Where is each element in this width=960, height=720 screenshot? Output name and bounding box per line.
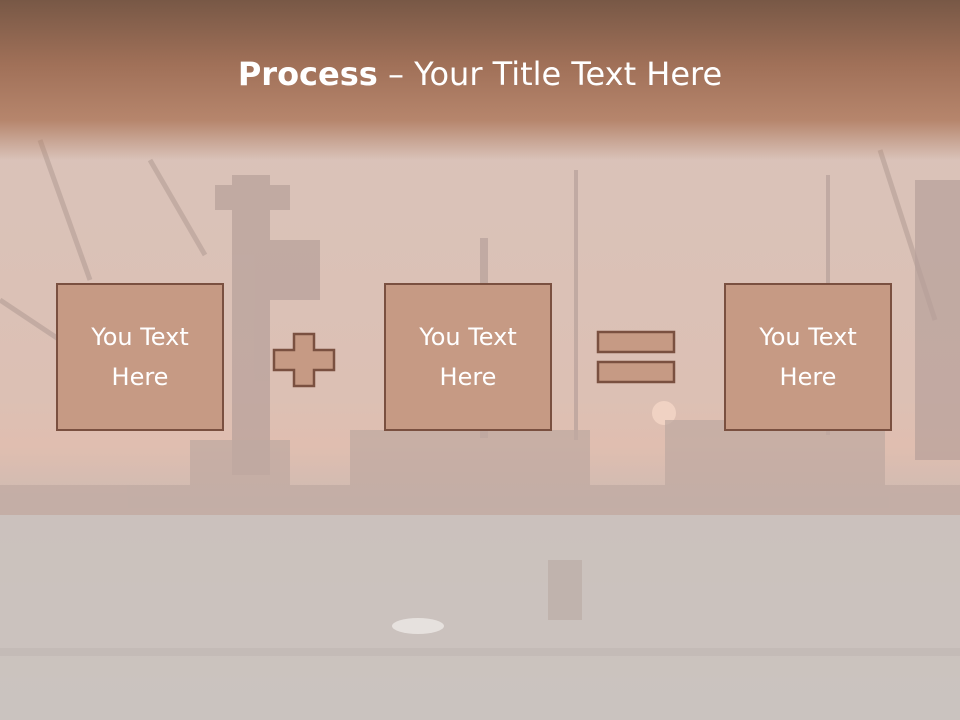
plus-icon (272, 332, 336, 388)
title-rest-text: – Your Title Text Here (377, 55, 723, 93)
equals-icon (596, 330, 676, 384)
title-bold-text: Process (237, 55, 378, 93)
text-box-3-line1: You Text (759, 323, 857, 351)
text-box-1-line1: You Text (91, 323, 189, 351)
text-box-1-line2: Here (111, 363, 169, 391)
text-box-2-line2: Here (439, 363, 497, 391)
text-box-1[interactable]: You Text Here (56, 283, 224, 431)
text-box-3-line2: Here (779, 363, 837, 391)
title-band (0, 0, 960, 160)
text-box-3[interactable]: You Text Here (724, 283, 892, 431)
text-box-2[interactable]: You Text Here (384, 283, 552, 431)
slide-title: Process – Your Title Text Here (0, 52, 960, 96)
text-box-2-line1: You Text (419, 323, 517, 351)
